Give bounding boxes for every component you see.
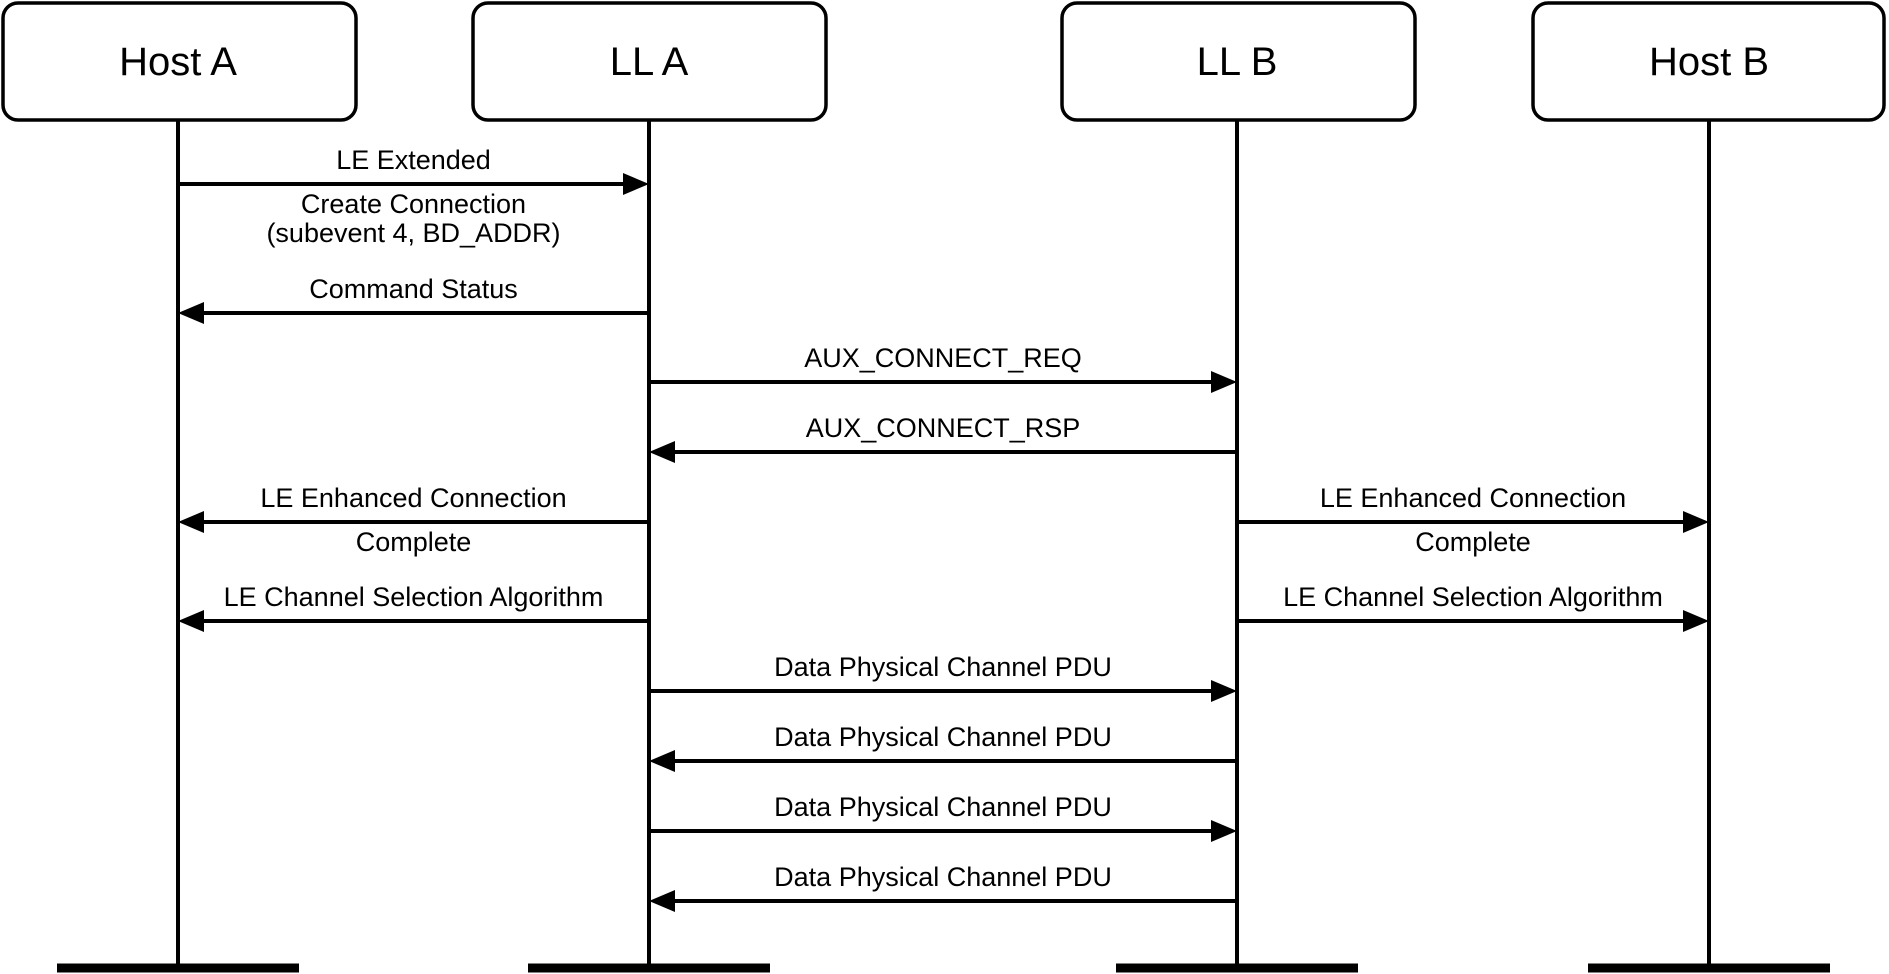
message-arrow: LE Channel Selection Algorithm: [178, 582, 649, 632]
arrowhead: [649, 441, 675, 463]
participant-label: LL A: [610, 40, 689, 84]
message-label: LE Enhanced Connection: [1320, 483, 1626, 513]
participant-label: Host A: [119, 40, 237, 84]
message-label: LE Extended: [336, 145, 491, 175]
arrowhead: [623, 173, 649, 195]
arrowhead: [178, 511, 204, 533]
message-label: LE Enhanced Connection: [260, 483, 566, 513]
message-label: Data Physical Channel PDU: [774, 652, 1112, 682]
message-arrow: AUX_CONNECT_REQ: [649, 343, 1237, 393]
participant-host-a: Host A: [1, 1, 358, 973]
arrowhead: [1211, 820, 1237, 842]
message-label: LE Channel Selection Algorithm: [1283, 582, 1663, 612]
participant-box: [1, 1, 358, 122]
message-label: AUX_CONNECT_REQ: [804, 343, 1082, 373]
arrowhead: [1211, 680, 1237, 702]
message-label-continued: Complete: [356, 527, 472, 557]
message-arrow: Data Physical Channel PDU: [649, 652, 1237, 702]
arrowhead: [649, 750, 675, 772]
participant-box: [1060, 1, 1417, 122]
participant-ll-a: LL A: [471, 1, 828, 973]
participant-box: [471, 1, 828, 122]
message-arrow: Data Physical Channel PDU: [649, 862, 1237, 912]
message-label: Data Physical Channel PDU: [774, 862, 1112, 892]
participant-host-b: Host B: [1531, 1, 1886, 973]
message-arrow: Data Physical Channel PDU: [649, 792, 1237, 842]
message-label: Data Physical Channel PDU: [774, 792, 1112, 822]
message-label-continued: Complete: [1415, 527, 1531, 557]
participant-ll-b: LL B: [1060, 1, 1417, 973]
participant-label: LL B: [1197, 40, 1278, 84]
message-arrow: AUX_CONNECT_RSP: [649, 413, 1237, 463]
message-label-continued: (subevent 4, BD_ADDR): [266, 218, 560, 248]
arrowhead: [649, 890, 675, 912]
message-label: AUX_CONNECT_RSP: [806, 413, 1081, 443]
message-label-continued: Create Connection: [301, 189, 526, 219]
message-label: Command Status: [309, 274, 518, 304]
arrowhead: [1683, 511, 1709, 533]
message-arrow: LE Channel Selection Algorithm: [1237, 582, 1709, 632]
message-arrow: Command Status: [178, 274, 649, 324]
message-label: Data Physical Channel PDU: [774, 722, 1112, 752]
participant-box: [1531, 1, 1886, 122]
arrowhead: [178, 610, 204, 632]
message-arrow: Data Physical Channel PDU: [649, 722, 1237, 772]
arrowhead: [1683, 610, 1709, 632]
message-label: LE Channel Selection Algorithm: [224, 582, 604, 612]
arrowhead: [178, 302, 204, 324]
participant-label: Host B: [1649, 40, 1769, 84]
arrowhead: [1211, 371, 1237, 393]
